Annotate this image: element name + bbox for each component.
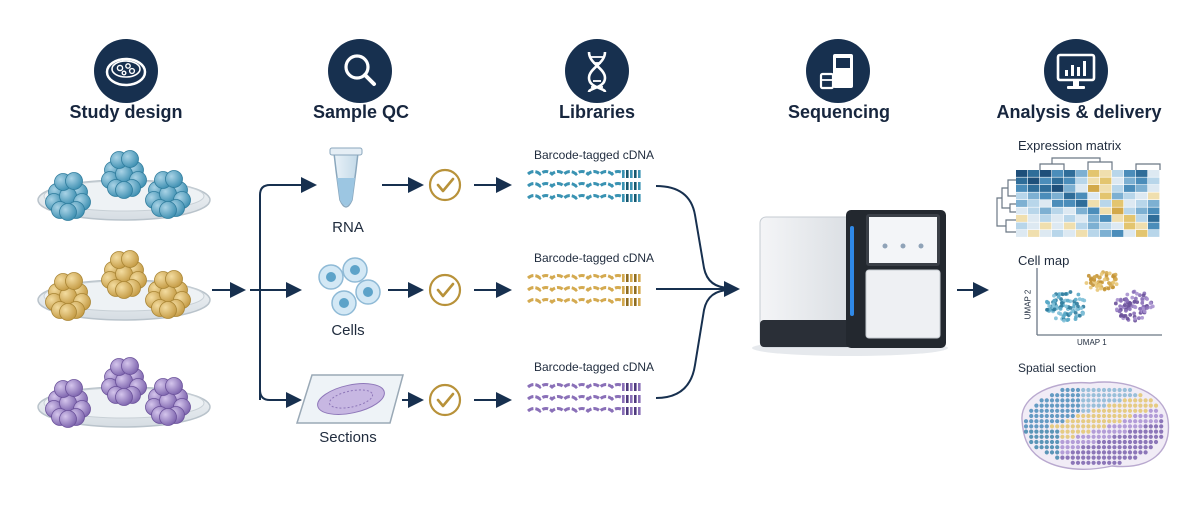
check-icon [428, 168, 462, 202]
petri-dish-icon [93, 38, 159, 104]
sample-label-sections: Sections [319, 429, 377, 446]
umap-axes [1036, 268, 1162, 336]
umap-x-label: UMAP 1 [1077, 338, 1107, 347]
cdna-purple [527, 395, 641, 403]
check-icon [428, 273, 462, 307]
cdna-gold [527, 274, 641, 282]
library-label: Barcode-tagged cDNA [534, 360, 655, 374]
dendrogram [996, 157, 1161, 233]
cells-icon [318, 257, 381, 316]
organoid-purple [45, 379, 91, 428]
sequencer-machine [752, 210, 948, 356]
sample-label-rna: RNA [332, 219, 364, 236]
cdna-purple [527, 383, 641, 391]
organoid-blue [101, 150, 147, 199]
stage-title: Sample QC [312, 102, 410, 122]
cdna-teal [527, 182, 641, 190]
cdna-teal [527, 194, 641, 202]
stage-title: Study design [69, 102, 183, 122]
tube-icon [329, 147, 363, 208]
expression-heatmap [1016, 170, 1160, 237]
tissue-slide-icon [295, 374, 404, 424]
library-label: Barcode-tagged cDNA [534, 251, 655, 265]
organoid-purple [145, 377, 191, 426]
spatial-section-label: Spatial section [1018, 361, 1097, 375]
check-icon [428, 383, 462, 417]
organoid-gold [145, 270, 191, 319]
organoid-blue [45, 172, 91, 221]
umap-scatter [1044, 270, 1155, 323]
cdna-gold [527, 298, 641, 306]
cdna-purple [527, 407, 641, 415]
umap-y-label: UMAP 2 [1023, 289, 1033, 320]
library-label: Barcode-tagged cDNA [534, 148, 655, 162]
magnifier-icon [327, 38, 393, 104]
expression-matrix-label: Expression matrix [1018, 138, 1122, 153]
organoid-gold [101, 250, 147, 299]
stage-title: Sequencing [787, 102, 890, 122]
stage-title: Analysis & delivery [996, 102, 1162, 122]
organoid-gold [45, 272, 91, 321]
organoid-purple [101, 357, 147, 406]
organoid-blue [145, 170, 191, 219]
cell-map-label: Cell map [1018, 253, 1070, 268]
stage-title: Libraries [558, 102, 636, 122]
sequencer-icon [805, 38, 871, 104]
sample-label-cells: Cells [331, 322, 365, 339]
dna-helix-icon [564, 38, 630, 104]
cdna-teal [527, 170, 641, 178]
monitor-chart-icon [1043, 38, 1109, 104]
cdna-gold [527, 286, 641, 294]
